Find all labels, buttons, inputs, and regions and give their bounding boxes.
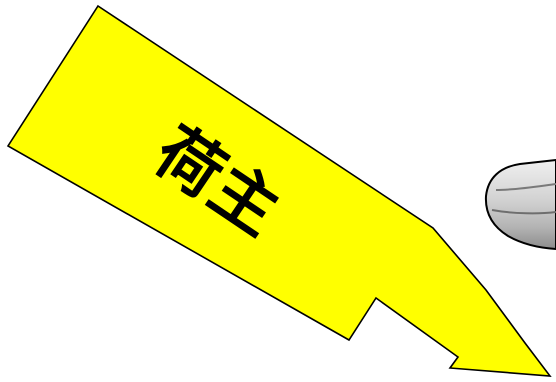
shipper-arrow: 荷主 bbox=[6, 4, 552, 377]
arrow-icon bbox=[6, 4, 552, 377]
truck-cab-icon bbox=[484, 158, 556, 251]
